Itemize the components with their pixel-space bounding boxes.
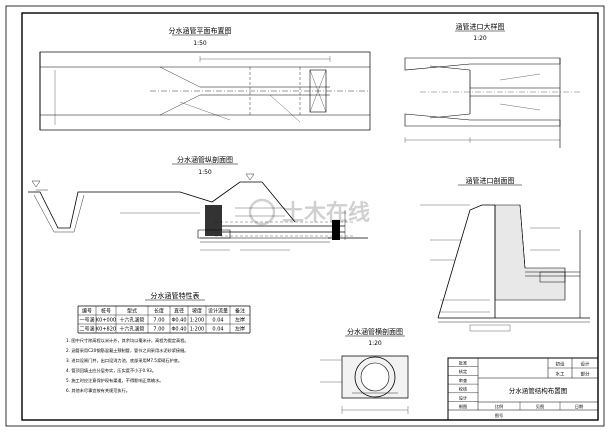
plan-view-title: 分水涵管平面布置图 [169,26,232,35]
longitudinal-section-title: 分水涵管纵剖面图 [177,155,233,164]
title-block-label-approve: 批准 [459,360,467,367]
table-header-cell: 编号 [82,307,92,314]
inlet-section-title: 涵管进口剖面图 [466,176,515,185]
table-cell: 1:200 [190,317,204,323]
table-cell: 左岸 [235,325,245,332]
title-block-label-review: 审查 [459,377,468,384]
watermark: 土木在线 [248,198,370,226]
title-block: 分水涵管结构布置图 初设 设计 水工 部分 批准 核定 审查 校核 设计 制图 … [447,357,599,421]
title-block-label-scale: 比例 [495,403,503,410]
outer-frame [5,5,605,427]
note-line: 1. 图中尺寸除高程以米计外，其余均以毫米计，高程为假定高程。 [66,337,189,344]
title-block-label-design: 设计 [459,394,467,401]
inlet-detail-title: 涵管进口大样图 [456,22,505,31]
note-line: 2. 涵管采用C20钢筋混凝土预制管，管节之间采用水泥砂浆接缝。 [66,347,188,354]
table-header-cell: 长度 [154,307,164,314]
note-line: 5. 施工时应注意保护现有渠道，不得影响正常输水。 [66,377,163,384]
spec-table-title: 分水涵管特性表 [151,291,200,300]
table-cell: 二号涵 [79,325,94,332]
table-header-cell: 型式 [127,307,137,314]
note-line: 4. 管顶回填土应分层夯实，压实度不小于0.93。 [66,367,156,374]
notes: 1. 图中尺寸除高程以米计外，其余均以毫米计，高程为假定高程。 2. 涵管采用C2… [66,337,189,394]
title-block-drawing-title: 分水涵管结构布置图 [509,386,568,395]
watermark-logo-icon [248,198,276,226]
table-header-cell: 设计流量 [208,307,228,314]
table-cell: 一号涵 [79,316,94,323]
title-block-drawing-no-label: 图号 [495,413,503,419]
plan-view: 分水涵管平面布置图 1:50 [39,26,371,131]
longitudinal-section-scale: 1:50 [198,169,212,176]
title-block-stage-value: 设计 [581,361,590,368]
table-cell: Φ0.40 [171,317,186,323]
table-cell: 十六孔涵管 [119,325,144,332]
table-header-cell: 桩号 [101,307,111,314]
longitudinal-section: 分水涵管纵剖面图 1:50 [28,155,368,251]
table-header-cell: 直径 [174,307,184,314]
inner-frame [21,12,599,421]
cross-section-scale: 1:20 [368,340,382,347]
table-cell: K0+000 [96,317,116,323]
title-block-label-check: 校核 [459,386,468,393]
cross-section-title: 分水涵管横剖面图 [347,327,403,336]
table-cell: 十六孔涵管 [119,316,144,323]
table-header-cell: 备注 [235,307,245,314]
title-block-label-date: 日期 [575,404,583,410]
note-line: 6. 其他未尽事宜按有关规范执行。 [66,387,130,394]
title-block-label-draft: 制图 [459,403,467,410]
table-cell: 0.04 [212,326,223,332]
table-cell: 7.00 [153,326,164,332]
inlet-detail: 涵管进口大样图 1:20 [404,22,580,148]
table-cell: K0+820 [96,326,116,332]
title-block-stage-label: 初设 [556,361,565,368]
title-block-discipline-label: 水工 [556,371,565,378]
note-line: 3. 进口设闸门井，出口设消力池，底部采用M7.5浆砌石护底。 [66,357,182,364]
inlet-section: 涵管进口剖面图 [420,176,590,332]
table-cell: Φ0.40 [171,326,186,332]
table-cell: 7.00 [153,317,164,323]
table-cell: 左岸 [235,316,245,323]
cross-section: 分水涵管横剖面图 1:20 [320,327,409,414]
plan-view-scale: 1:50 [193,40,207,47]
table-header-cell: 坡度 [192,307,202,314]
inlet-detail-scale: 1:20 [473,35,487,42]
title-block-discipline-value: 部分 [581,371,590,378]
table-cell: 0.04 [212,317,223,323]
table-cell: 1:200 [190,326,204,332]
title-block-label-verify: 核定 [459,368,467,375]
watermark-text: 土木在线 [282,200,370,226]
title-block-label-see-drawing: 见图 [536,404,544,410]
